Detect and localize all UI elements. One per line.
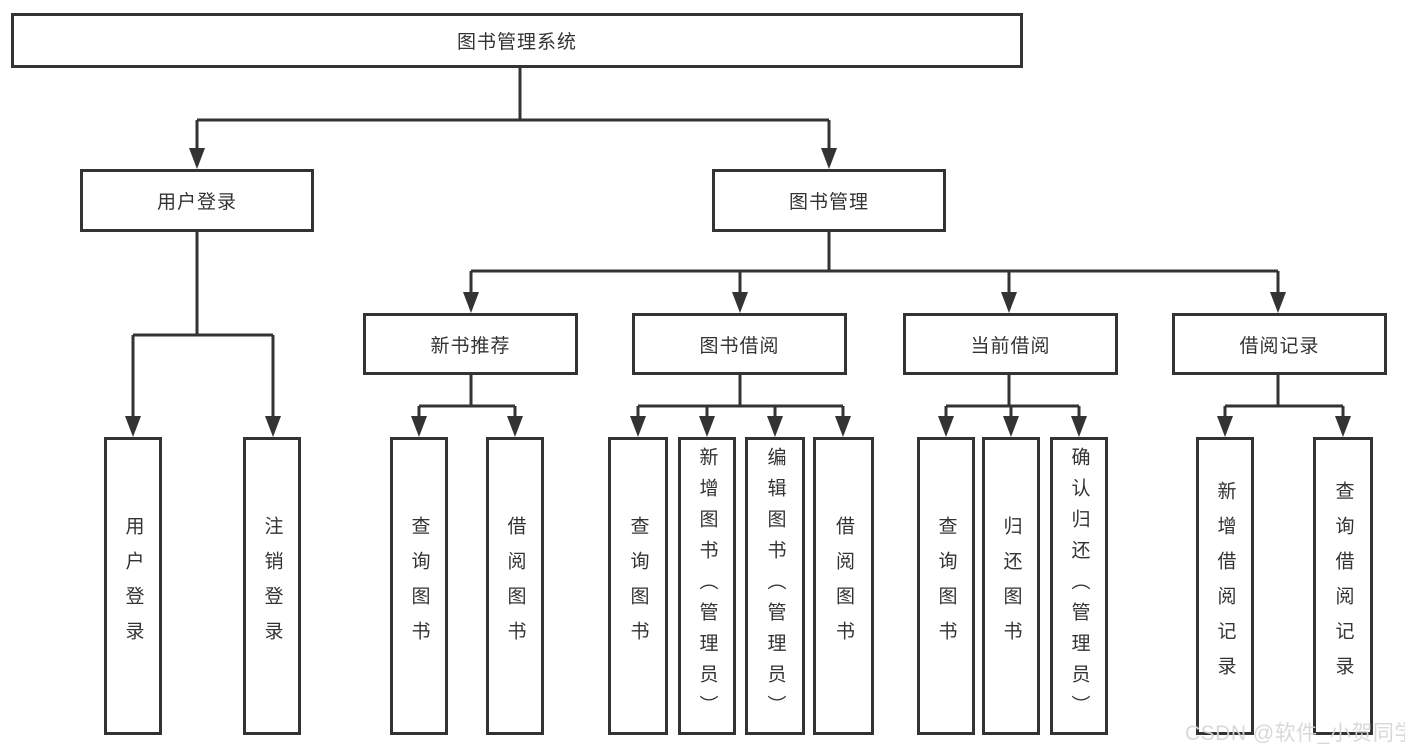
node-book-borrowing-label: 图书借阅 xyxy=(699,335,780,357)
leaf-borrow-books-borrowing: 借阅图书 xyxy=(813,437,874,735)
leaf-add-book-admin-label: 新增图书（管理员） xyxy=(696,446,718,726)
leaf-query-books-borrowing: 查询图书 xyxy=(608,437,668,735)
leaf-user-login: 用户登录 xyxy=(104,437,162,735)
node-user-login-label: 用户登录 xyxy=(156,192,237,213)
leaf-confirm-return-admin: 确认归还（管理员） xyxy=(1050,437,1108,735)
node-book-management: 图书管理 xyxy=(712,169,946,232)
leaf-add-borrow-record-label: 新增借阅记录 xyxy=(1214,481,1236,691)
arrowhead-icon xyxy=(1001,292,1017,313)
arrowhead-icon xyxy=(1335,416,1351,437)
arrowhead-icon xyxy=(835,416,851,437)
node-current-borrowing: 当前借阅 xyxy=(903,313,1118,375)
leaf-query-books-current-label: 查询图书 xyxy=(935,516,957,656)
connector-book-management xyxy=(469,232,1280,297)
connector-current-borrowing xyxy=(944,375,1081,421)
arrowhead-icon xyxy=(630,416,646,437)
arrowhead-icon xyxy=(463,292,479,313)
arrowhead-icon xyxy=(125,416,141,437)
arrowheads xyxy=(125,148,1351,437)
arrowhead-icon xyxy=(821,148,837,169)
node-root: 图书管理系统 xyxy=(11,13,1023,68)
connector-borrowing-records xyxy=(1223,375,1345,421)
leaf-logout-label: 注销登录 xyxy=(261,516,283,656)
leaf-borrow-books-borrowing-label: 借阅图书 xyxy=(833,516,854,656)
watermark: CSDN @软件_小贺同学 xyxy=(1185,722,1405,745)
node-borrowing-records: 借阅记录 xyxy=(1172,313,1387,375)
leaf-borrow-books-recommend: 借阅图书 xyxy=(486,437,544,735)
arrowhead-icon xyxy=(732,292,748,313)
connector-user-login xyxy=(131,232,275,421)
arrowhead-icon xyxy=(1003,416,1019,437)
arrowhead-icon xyxy=(189,148,205,169)
arrowhead-icon xyxy=(699,416,715,437)
node-new-book-recommendation: 新书推荐 xyxy=(363,313,578,375)
node-book-management-label: 图书管理 xyxy=(788,192,869,213)
node-new-book-recommendation-label: 新书推荐 xyxy=(430,335,511,357)
leaf-return-book: 归还图书 xyxy=(982,437,1040,735)
leaf-add-borrow-record: 新增借阅记录 xyxy=(1196,437,1254,735)
arrowhead-icon xyxy=(1270,292,1286,313)
arrowhead-icon xyxy=(507,416,523,437)
arrowhead-icon xyxy=(265,416,281,437)
leaf-logout: 注销登录 xyxy=(243,437,301,735)
leaf-return-book-label: 归还图书 xyxy=(1000,516,1022,656)
arrowhead-icon xyxy=(1217,416,1233,437)
leaf-add-book-admin: 新增图书（管理员） xyxy=(678,437,736,735)
node-book-borrowing: 图书借阅 xyxy=(632,313,847,375)
leaf-query-books-recommend-label: 查询图书 xyxy=(408,516,430,656)
leaf-query-books-borrowing-label: 查询图书 xyxy=(627,516,649,656)
arrowhead-icon xyxy=(411,416,427,437)
arrowhead-icon xyxy=(1071,416,1087,437)
leaf-user-login-label: 用户登录 xyxy=(122,516,144,656)
leaf-borrow-books-recommend-label: 借阅图书 xyxy=(504,516,526,656)
node-current-borrowing-label: 当前借阅 xyxy=(970,335,1051,357)
leaf-query-borrow-record: 查询借阅记录 xyxy=(1313,437,1373,735)
leaf-query-borrow-record-label: 查询借阅记录 xyxy=(1332,481,1354,691)
arrowhead-icon xyxy=(938,416,954,437)
leaf-query-books-recommend: 查询图书 xyxy=(390,437,448,735)
node-root-label: 图书管理系统 xyxy=(456,32,577,53)
leaf-edit-book-admin: 编辑图书（管理员） xyxy=(745,437,805,735)
leaf-query-books-current: 查询图书 xyxy=(917,437,975,735)
node-borrowing-records-label: 借阅记录 xyxy=(1239,335,1320,357)
connector-book-borrowing xyxy=(636,375,845,421)
node-user-login: 用户登录 xyxy=(80,169,314,232)
connector-new-book-recommendation xyxy=(417,375,517,421)
leaf-confirm-return-admin-label: 确认归还（管理员） xyxy=(1068,446,1090,726)
arrowhead-icon xyxy=(767,416,783,437)
leaf-edit-book-admin-label: 编辑图书（管理员） xyxy=(764,446,786,726)
connector-root xyxy=(195,68,831,153)
